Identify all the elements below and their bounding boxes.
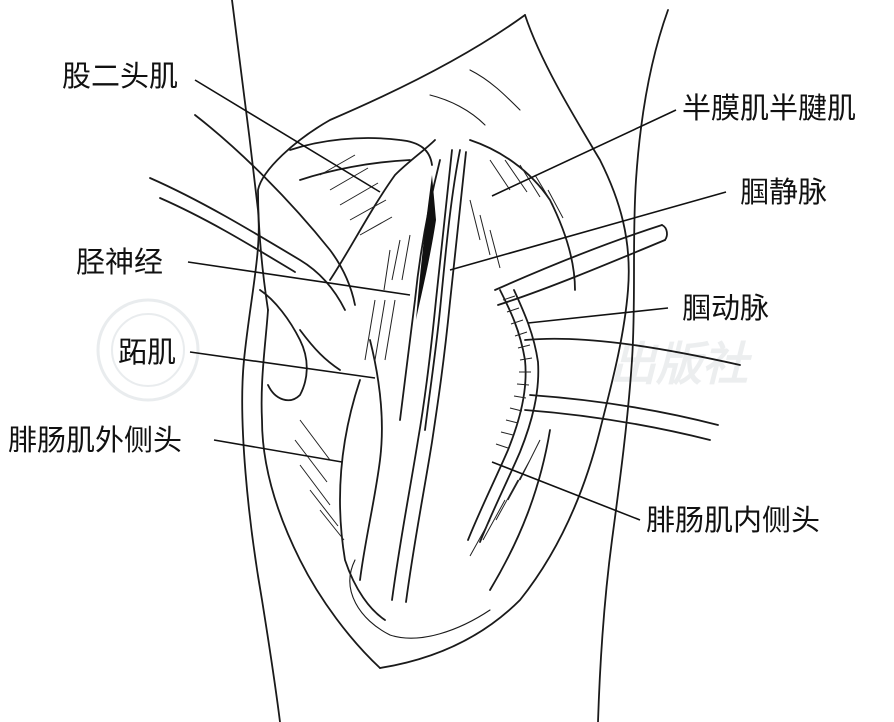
gastrocnemius-medial [469,429,551,591]
left-retractor [149,114,356,402]
incision [257,14,630,669]
label-semimembranosus-semitendinosus: 半膜肌半腱肌 [682,91,856,125]
label-popliteal-vein: 腘静脉 [740,175,827,209]
semimembranosus-muscle [469,139,576,291]
leader-gastrocnemius-medial [491,461,641,521]
biceps-femoris-muscle [289,137,436,281]
watermark: 出版社 [96,298,753,402]
leader-gastrocnemius-lateral [213,439,343,463]
popliteal-fossa [383,149,501,431]
tibial-nerve [391,149,467,603]
label-plantaris: 跖肌 [118,335,176,369]
leader-plantaris [189,351,376,379]
leg-outline [231,0,669,722]
leader-biceps-femoris [194,79,381,193]
leader-popliteal-artery [527,307,669,324]
gastrocnemius-lateral [294,379,386,621]
label-tibial-nerve: 胫神经 [76,245,163,279]
labels: 股二头肌 半膜肌半腱肌 腘静脉 胫神经 腘动脉 跖肌 腓肠肌外侧头 腓肠肌内侧头 [8,59,856,537]
leader-lines [187,79,727,521]
watermark-text: 出版社 [610,337,753,391]
plantaris-muscle [359,299,396,581]
label-popliteal-artery: 腘动脉 [682,291,769,325]
leader-tibial-nerve [187,261,411,296]
leader-semimembranosus [491,109,677,197]
label-gastrocnemius-medial: 腓肠肌内侧头 [646,503,820,537]
label-gastrocnemius-lateral: 腓肠肌外侧头 [8,423,182,457]
leader-popliteal-vein [449,191,727,271]
watermark-seal-icon [96,298,200,402]
label-biceps-femoris: 股二头肌 [62,59,178,93]
